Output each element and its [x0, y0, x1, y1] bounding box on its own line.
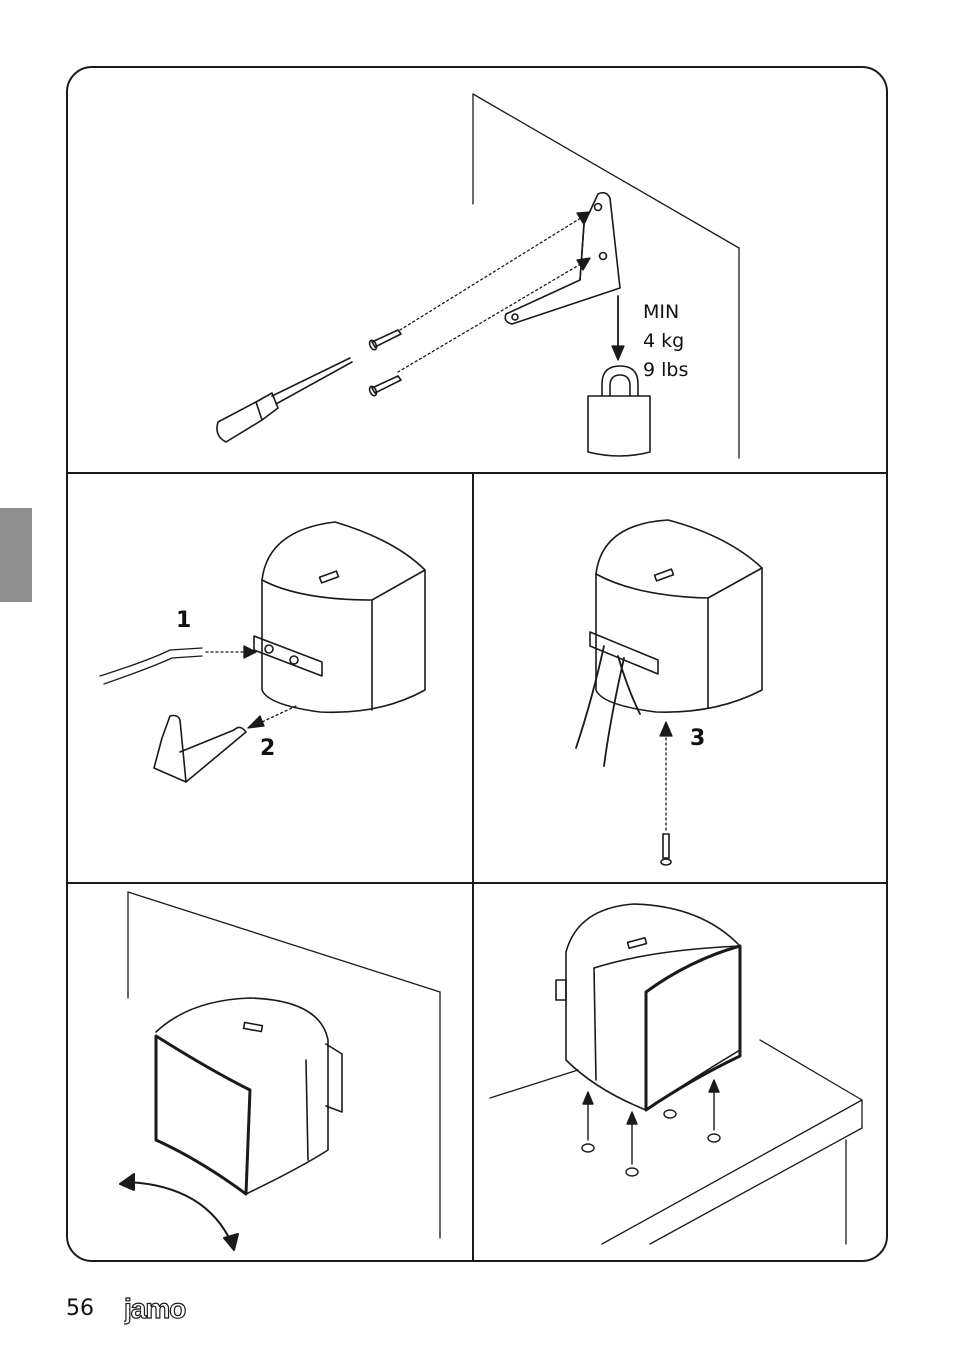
terminal-plate [254, 636, 322, 676]
tilt-arrow-icon [120, 1174, 238, 1250]
screw-path-dotted [398, 216, 584, 372]
arrow-head-icon [577, 258, 590, 270]
weight-lbs: 9 lbs [643, 356, 688, 385]
padlock-weight-icon [588, 366, 650, 456]
speaker-illustration [262, 522, 425, 712]
bracket-illustration [505, 193, 620, 324]
arrow-head-icon [248, 716, 264, 728]
wall-outline [128, 892, 440, 1238]
screwdriver-icon [217, 358, 352, 442]
rubber-feet [582, 1080, 720, 1176]
speaker-illustration [596, 520, 762, 712]
load-arrow [612, 296, 624, 360]
speaker-cable [576, 646, 640, 766]
screw-icon [368, 376, 401, 397]
table-outline [490, 1040, 862, 1244]
wall-outline [473, 94, 739, 458]
weight-label: MIN [643, 298, 688, 327]
speaker-cable [100, 648, 202, 684]
terminal-plate [590, 632, 658, 674]
weight-note: MIN 4 kg 9 lbs [643, 298, 688, 385]
screw-icon [661, 834, 671, 865]
jamo-logo: jamo [124, 1292, 224, 1326]
screw-icon [368, 330, 401, 351]
step-2-label: 2 [260, 736, 275, 761]
speaker-illustration [156, 998, 342, 1194]
speaker-illustration [556, 904, 740, 1110]
arrow-head-icon [660, 722, 672, 736]
page-number: 56 [66, 1296, 94, 1321]
step-3-label: 3 [690, 726, 705, 751]
bracket-illustration [154, 716, 246, 783]
svg-text:jamo: jamo [124, 1293, 186, 1324]
bracket-path-dotted [262, 706, 296, 722]
step-1-label: 1 [176, 608, 191, 633]
weight-kg: 4 kg [643, 327, 688, 356]
arrow-head-icon [577, 212, 590, 223]
